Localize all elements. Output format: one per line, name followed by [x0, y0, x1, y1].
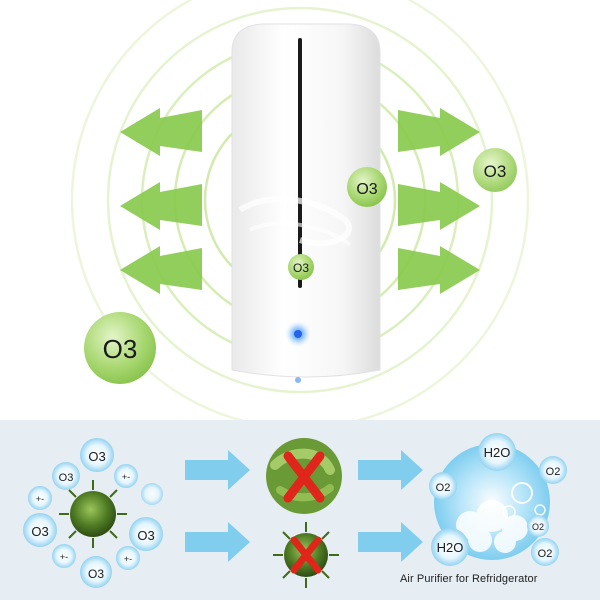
- oxygen-bubble: O2: [531, 538, 559, 566]
- ion-bubble: +-: [52, 544, 76, 568]
- svg-text:O3: O3: [88, 567, 104, 581]
- svg-text:O3: O3: [88, 449, 105, 464]
- device-slot: [298, 38, 302, 288]
- svg-text:O3: O3: [484, 162, 507, 181]
- svg-text:+-: +-: [124, 554, 132, 564]
- svg-text:H2O: H2O: [437, 540, 464, 555]
- virus-icon: [59, 480, 127, 548]
- ion-bubble: +-: [114, 464, 138, 488]
- process-arrows: [185, 450, 423, 562]
- arrow-left-icon: [120, 108, 202, 156]
- arrow-left-icon: [120, 182, 202, 230]
- ozone-bubble: O3: [23, 513, 57, 547]
- virus-cross: [273, 522, 339, 588]
- arrow-right-icon: [185, 522, 250, 562]
- purifier-device: [231, 23, 381, 383]
- right-arrows: [398, 108, 480, 294]
- cross-icon: [290, 536, 322, 574]
- water-molecule: H2O: [478, 433, 516, 471]
- o3-bubble-small: O3: [347, 167, 387, 207]
- water-molecule: H2O: [431, 528, 469, 566]
- clean-air-cluster: H2O H2O O2 O2 O2 O2: [429, 433, 567, 566]
- ozone-bubble: O3: [80, 438, 114, 472]
- arrow-left-icon: [120, 246, 202, 294]
- arrow-right-icon: [358, 450, 423, 490]
- arrow-right-icon: [185, 450, 250, 490]
- ion-bubble: +-: [28, 486, 52, 510]
- arrow-right-icon: [398, 182, 480, 230]
- product-caption: Air Purifier for Refridgerator: [400, 573, 538, 585]
- o3-bubble-big: O3: [84, 312, 156, 384]
- arrow-right-icon: [398, 108, 480, 156]
- svg-text:O2: O2: [436, 482, 451, 494]
- svg-text:O3: O3: [356, 181, 377, 198]
- arrow-right-icon: [398, 246, 480, 294]
- svg-text:H2O: H2O: [484, 445, 511, 460]
- cross-icon: [283, 451, 325, 503]
- svg-text:O3: O3: [137, 528, 154, 543]
- svg-text:O3: O3: [59, 472, 74, 484]
- oxygen-bubble: O2: [429, 472, 457, 500]
- svg-text:+-: +-: [60, 552, 68, 562]
- svg-text:O2: O2: [532, 522, 544, 532]
- left-arrows: [120, 108, 202, 294]
- svg-text:O3: O3: [31, 524, 48, 539]
- o3-bubble-right: O3: [473, 148, 517, 192]
- ozone-bubble: O3: [52, 462, 80, 490]
- svg-text:O2: O2: [538, 548, 553, 560]
- ozone-bubble: O3: [129, 517, 163, 551]
- oxygen-bubble: O2: [539, 456, 567, 484]
- svg-text:+-: +-: [122, 472, 130, 482]
- svg-text:O3: O3: [103, 334, 138, 364]
- svg-text:O3: O3: [293, 261, 309, 275]
- ion-bubble: +-: [116, 546, 140, 570]
- ozone-bubble: O3: [80, 556, 112, 588]
- svg-text:O2: O2: [546, 466, 561, 478]
- oxygen-bubble: O2: [527, 515, 549, 537]
- svg-text:+-: +-: [36, 494, 44, 504]
- arrow-right-icon: [358, 522, 423, 562]
- bacteria-cross: [266, 438, 342, 514]
- o3-bubble-device: O3: [288, 254, 314, 280]
- ozone-cluster: O3 O3 O3 O3 O3 +- +- +-: [23, 438, 163, 588]
